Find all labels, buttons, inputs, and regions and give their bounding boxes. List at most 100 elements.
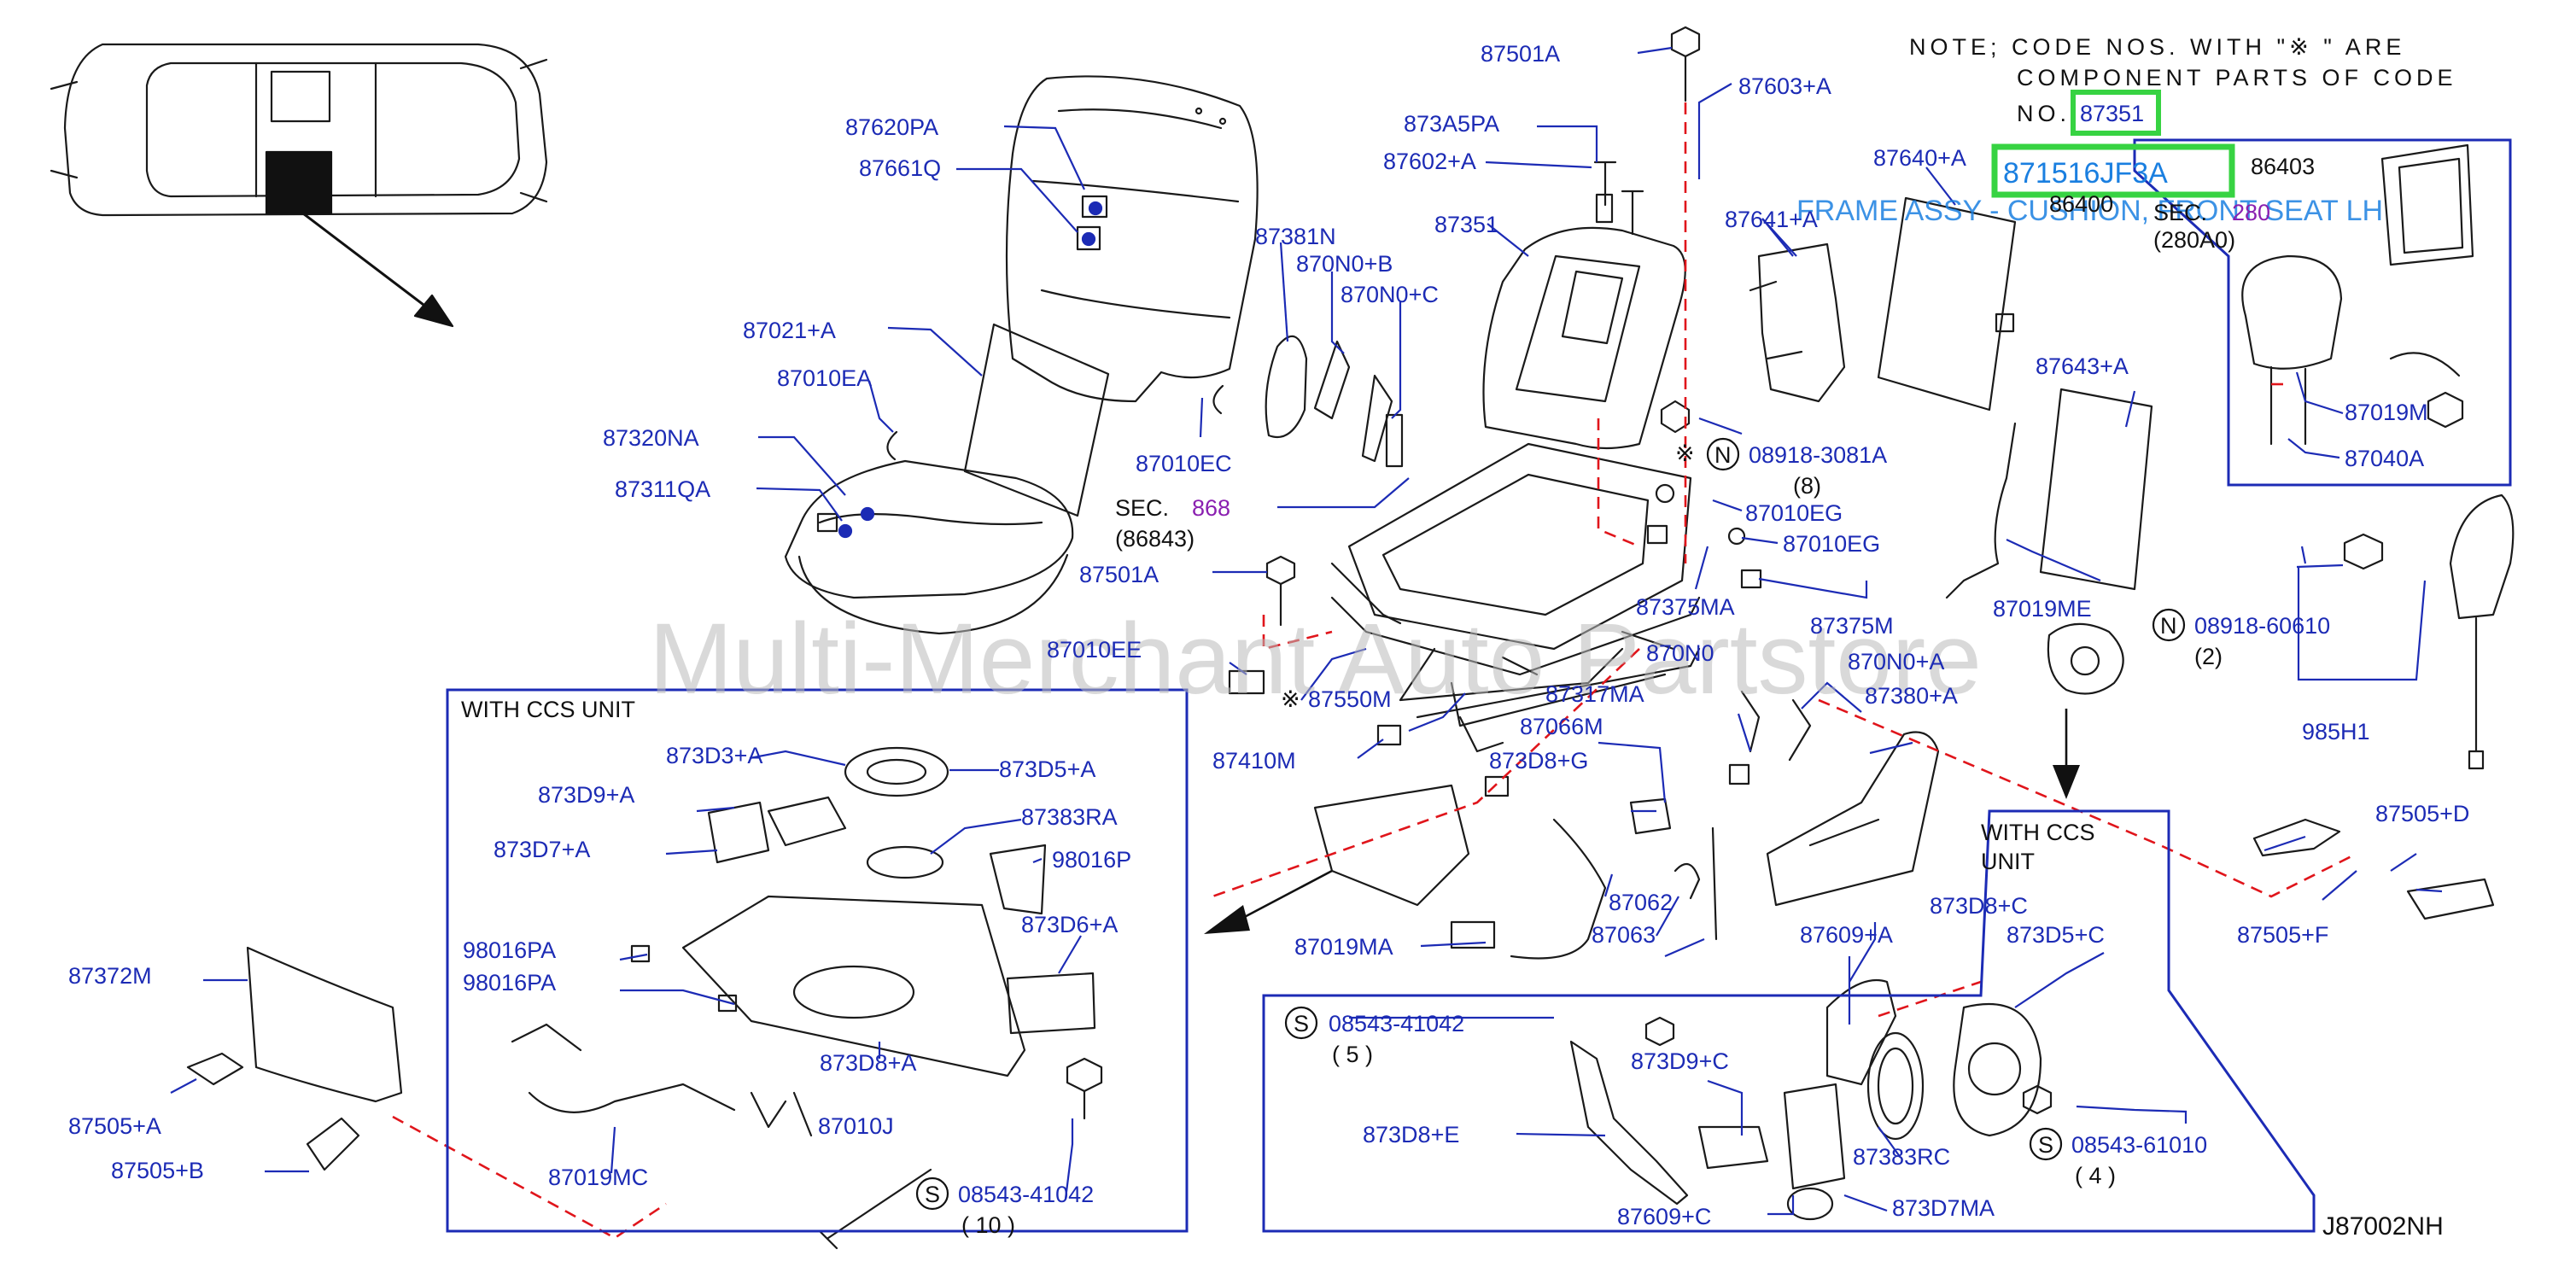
part-label[interactable]: 873D7MA — [1892, 1195, 1995, 1221]
part-label[interactable]: 87501A — [1481, 41, 1560, 67]
s-symbol-text: S — [925, 1182, 940, 1207]
part-label[interactable]: 873D6+A — [1021, 912, 1118, 937]
part-label[interactable]: 87351 — [1434, 212, 1498, 237]
ccs-left-box — [446, 688, 1189, 1233]
fastener-code[interactable]: 08918-3081A — [1749, 442, 1887, 468]
part-label[interactable]: 87383RC — [1853, 1144, 1950, 1170]
part-label[interactable]: 87609+A — [1800, 922, 1893, 948]
part-label[interactable]: 87643+A — [2036, 353, 2129, 379]
part-label[interactable]: 870N0 — [1646, 640, 1714, 666]
part-label[interactable]: 87602+A — [1383, 149, 1476, 174]
seatback-drawing — [1005, 75, 1259, 403]
part-label[interactable]: 87021+A — [743, 318, 836, 343]
part-label[interactable]: 98016P — [1052, 847, 1131, 873]
part-label[interactable]: 873D8+C — [1930, 893, 2028, 919]
part-label[interactable]: 87620PA — [845, 114, 938, 140]
part-label[interactable]: 87609+C — [1617, 1204, 1711, 1229]
part-label[interactable]: 98016PA — [463, 970, 556, 996]
part-label[interactable]: 87010EG — [1783, 531, 1880, 557]
part-label[interactable]: 87505+D — [2375, 801, 2469, 826]
s-symbol-icon — [915, 1176, 949, 1211]
fastener-08918-3081A[interactable]: ※ N 08918-3081A (8) — [1675, 437, 1887, 499]
s-symbol-text: S — [2038, 1132, 2053, 1158]
ccs-right-drawings — [1569, 978, 2053, 1221]
part-label[interactable]: 87550M — [1308, 686, 1392, 712]
seat-cushion-drawing — [784, 459, 1074, 635]
watermark-text: Multi-Merchant Auto Partstore — [649, 603, 1982, 715]
part-label[interactable]: 87505+B — [111, 1158, 204, 1183]
reference-mark: ※ — [1675, 441, 1695, 466]
part-label[interactable]: 98016PA — [463, 937, 556, 963]
part-label[interactable]: 87066M — [1520, 714, 1603, 739]
fastener-code[interactable]: 08918-60610 — [2194, 613, 2330, 639]
part-label[interactable]: 87311QA — [615, 476, 710, 502]
part-label[interactable]: 873D3+A — [666, 743, 762, 768]
part-label[interactable]: 87010EE — [1047, 637, 1142, 663]
part-label[interactable]: 873D9+A — [538, 782, 634, 808]
part-label[interactable]: 873D9+C — [1631, 1048, 1729, 1074]
fastener-code[interactable]: 08543-41042 — [1329, 1011, 1464, 1036]
part-label[interactable]: 87505+F — [2237, 922, 2328, 948]
part-label[interactable]: 87372M — [68, 963, 152, 989]
part-label[interactable]: 87383RA — [1021, 804, 1118, 830]
code-highlight-box — [2071, 90, 2161, 136]
part-label[interactable]: 870N0+C — [1341, 282, 1439, 307]
s-symbol-text: S — [1294, 1011, 1309, 1036]
part-label[interactable]: 873D7+A — [494, 837, 590, 862]
part-label[interactable]: 87641+A — [1725, 207, 1818, 232]
fastener-code[interactable]: 08543-41042 — [958, 1182, 1094, 1207]
sec-280-ref[interactable]: SEC. 280 (280A0) — [2153, 200, 2270, 253]
part-label[interactable]: 873D5+C — [2006, 922, 2105, 948]
part-label[interactable]: 87019MC — [548, 1165, 648, 1190]
leader-lines — [170, 46, 2443, 1216]
part-label[interactable]: 87603+A — [1738, 73, 1831, 99]
sec-868-ref[interactable]: SEC. 868 (86843) — [1115, 495, 1230, 552]
sec-868-link[interactable]: 868 — [1192, 495, 1230, 521]
part-label[interactable]: 985H1 — [2302, 719, 2370, 744]
fastener-08543-61010[interactable]: S 08543-61010 ( 4 ) — [2029, 1127, 2207, 1188]
part-label[interactable]: 873A5PA — [1404, 111, 1499, 137]
fastener-08543-41042-left[interactable]: S 08543-41042 ( 10 ) — [915, 1176, 1094, 1238]
part-label[interactable]: 87010EC — [1136, 451, 1232, 476]
fastener-08543-41042-right[interactable]: S 08543-41042 ( 5 ) — [1284, 1006, 1464, 1067]
part-label[interactable]: 87381N — [1255, 224, 1336, 249]
part-label[interactable]: 87019MA — [1294, 934, 1393, 960]
part-label[interactable]: 87010EG — [1745, 500, 1843, 526]
part-label[interactable]: 87010EA — [777, 365, 872, 391]
part-label[interactable]: 870N0+B — [1296, 251, 1393, 277]
part-label[interactable]: 87640+A — [1873, 145, 1966, 171]
part-label[interactable]: 87063 — [1592, 922, 1656, 948]
part-label[interactable]: 873D5+A — [999, 756, 1095, 782]
part-label[interactable]: 87375M — [1810, 613, 1894, 639]
motor-drawing — [2047, 622, 2124, 695]
part-label[interactable]: 87019M — [2345, 400, 2428, 425]
part-label[interactable]: 87501A — [1079, 562, 1159, 587]
part-label[interactable]: 87317MA — [1545, 681, 1644, 707]
part-label[interactable]: 87010J — [818, 1113, 894, 1139]
fastener-08918-60610[interactable]: N 08918-60610 (2) — [2152, 608, 2330, 669]
highlighted-part-number[interactable]: 871516JF3A — [2003, 157, 2168, 190]
part-label[interactable]: 86403 — [2251, 154, 2315, 179]
part-label[interactable]: 87040A — [2345, 446, 2424, 471]
reference-dashed-lines — [392, 102, 2357, 1240]
ccs-left-drawings — [511, 746, 1103, 1250]
note-code-link[interactable]: 87351 — [2080, 101, 2144, 126]
part-label[interactable]: 87505+A — [68, 1113, 161, 1139]
part-label[interactable]: 873D8+E — [1363, 1122, 1459, 1147]
part-label[interactable]: 87320NA — [603, 425, 699, 451]
part-label[interactable]: 86400 — [2049, 191, 2113, 217]
part-label[interactable]: 87375MA — [1636, 594, 1735, 620]
part-label[interactable]: 87062 — [1609, 890, 1673, 915]
s-symbol-icon — [1284, 1006, 1318, 1040]
part-label[interactable]: 87410M — [1212, 748, 1296, 774]
sec-280-link[interactable]: 280 — [2232, 200, 2270, 225]
part-label[interactable]: 87380+A — [1865, 683, 1958, 709]
part-label[interactable]: 873D8+G — [1489, 748, 1588, 774]
part-label[interactable]: 870N0+A — [1848, 649, 1944, 674]
part-label[interactable]: 87661Q — [859, 155, 941, 181]
part-label[interactable]: 87019ME — [1993, 596, 2092, 622]
part-label[interactable]: 873D8+A — [820, 1050, 916, 1076]
fastener-code[interactable]: 08543-61010 — [2071, 1132, 2207, 1158]
note-line-3-prefix: NO. — [2017, 101, 2071, 126]
